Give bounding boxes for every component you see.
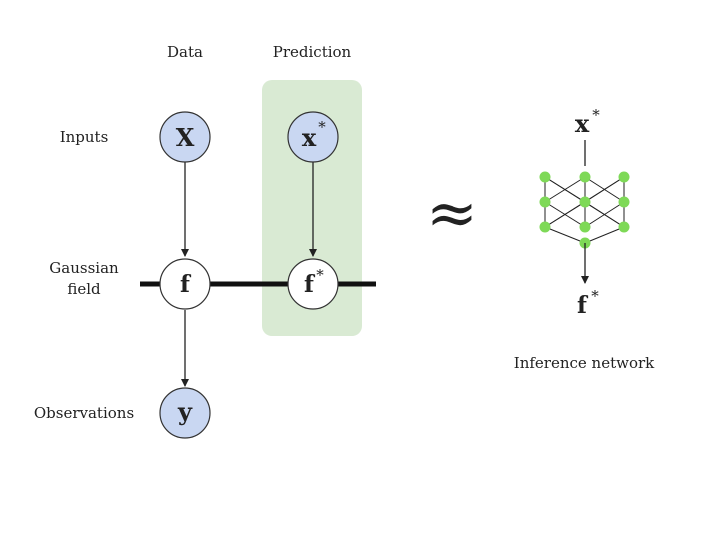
gaussian-row-label-line1: Gaussian (49, 259, 119, 277)
network-edge (584, 226, 625, 244)
inference-network-caption: Inference network (514, 354, 655, 372)
network-edge (544, 226, 586, 244)
network-node (618, 221, 630, 233)
network-input-superscript: * (592, 106, 600, 124)
node-f-star: f * (287, 258, 339, 310)
approx-symbol: ≈ (426, 176, 478, 249)
node-f-label: f (180, 271, 192, 298)
observations-row-label: Observations (34, 404, 134, 422)
data-column-label: Data (167, 43, 203, 61)
node-x-star-superscript: * (318, 118, 326, 136)
inputs-row-label: Inputs (60, 128, 109, 146)
gaussian-row-label-line2: field (67, 280, 101, 298)
node-x: X (159, 111, 211, 163)
node-x-star: x * (287, 111, 339, 163)
node-x-star-label: x (302, 123, 317, 152)
network-input-label: x (575, 109, 590, 138)
prediction-column-label: Prediction (273, 43, 352, 61)
node-f: f (159, 258, 211, 310)
network-node (539, 171, 551, 183)
network-node (618, 196, 630, 208)
network-node (539, 196, 551, 208)
network-output-superscript: * (591, 287, 599, 305)
node-f-star-superscript: * (316, 266, 324, 284)
network-node (579, 196, 591, 208)
node-y-label: y (177, 397, 193, 426)
node-f-star-label: f (304, 271, 316, 298)
network-output-label: f (577, 292, 589, 319)
network-node (579, 221, 591, 233)
network-node (579, 171, 591, 183)
network-node (618, 171, 630, 183)
network-node (539, 221, 551, 233)
network-edges (544, 176, 625, 244)
inference-network: x * f * (539, 106, 630, 319)
node-x-label: X (176, 123, 195, 152)
node-y: y (159, 387, 211, 439)
